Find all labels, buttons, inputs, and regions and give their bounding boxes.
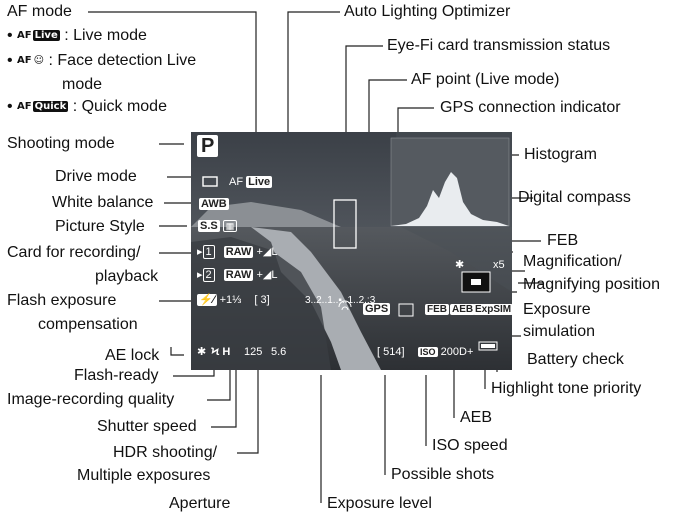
- card-recording-label-2: playback: [95, 268, 159, 285]
- af-mode-display: AF Live: [229, 176, 273, 188]
- possible-shots-display: [ 514]: [377, 346, 405, 358]
- shooting-mode-display: P: [197, 135, 219, 157]
- af-point-label: AF point (Live mode): [411, 71, 560, 88]
- aeb-label: AEB: [460, 409, 493, 426]
- exposure-sim-label: Exposure: [523, 301, 591, 318]
- picture-style-label: Picture Style: [55, 218, 145, 235]
- flash-comp-display: ⚡∕ +1⅓ [ 3]: [197, 294, 270, 306]
- drive-mode-label: Drive mode: [55, 168, 137, 185]
- exposure-sim-label-2: simulation: [523, 323, 596, 340]
- card-2-row: ▸2 RAW +◢L: [197, 268, 278, 282]
- face-detection-item: • AF☺ : Face detection Live: [7, 52, 197, 70]
- exposure-level-scale: 3..2..1..▪..1..2.:3: [305, 295, 376, 306]
- feb-label: FEB: [547, 232, 579, 249]
- iso-speed-label: ISO speed: [432, 437, 508, 454]
- ae-lock-display: ✱: [197, 346, 207, 358]
- possible-shots-label: Possible shots: [391, 466, 495, 483]
- histogram-label: Histogram: [524, 146, 597, 163]
- battery-check-label: Battery check: [527, 351, 624, 368]
- shooting-mode-label: Shooting mode: [7, 135, 115, 152]
- shutter-speed-label: Shutter speed: [97, 418, 197, 435]
- magnification-label: Magnification/: [523, 253, 622, 270]
- flash-comp-label-2: compensation: [38, 316, 138, 333]
- camera-lcd-screen: P AF Live AWB S.S ▦ ▸1 RAW +◢L ▸2 RAW +◢…: [191, 132, 512, 370]
- iso-display: ISO 200: [418, 346, 459, 358]
- expsim-display: ExpSIM: [473, 304, 512, 315]
- flash-comp-label: Flash exposure: [7, 292, 117, 309]
- aperture-display: 5.6: [271, 346, 287, 358]
- hdr-label: HDR shooting/: [113, 444, 218, 461]
- white-balance-label: White balance: [52, 194, 154, 211]
- image-quality-label: Image-recording quality: [7, 391, 175, 408]
- aperture-label: Aperture: [169, 495, 231, 512]
- feb-display: FEB: [425, 304, 449, 315]
- picture-style-display: S.S ▦: [198, 220, 238, 233]
- digital-compass-label: Digital compass: [518, 189, 631, 206]
- eyefi-label: Eye-Fi card transmission status: [387, 37, 611, 54]
- card-recording-label: Card for recording/: [7, 244, 141, 261]
- white-balance-display: AWB: [199, 198, 229, 210]
- exposure-level-label: Exposure level: [327, 495, 432, 512]
- aeb-display: AEB: [450, 304, 476, 315]
- af-face-chip: AF☺: [17, 55, 45, 66]
- magnify-star: ✱: [455, 259, 465, 271]
- af-mode-label: AF mode: [7, 3, 72, 20]
- hdr-label-2: Multiple exposures: [77, 467, 211, 484]
- magnification-display: x5: [493, 259, 505, 271]
- shutter-speed-display: 125: [244, 346, 263, 358]
- face-detection-line-2: mode: [62, 76, 103, 93]
- ae-lock-label: AE lock: [105, 347, 160, 364]
- gps-indicator-label: GPS connection indicator: [440, 99, 621, 116]
- highlight-tone-label: Highlight tone priority: [491, 380, 642, 397]
- alo-label: Auto Lighting Optimizer: [344, 3, 511, 20]
- flash-ready-display: Ϟ H: [211, 346, 231, 358]
- highlight-tone-display: D+: [459, 346, 474, 358]
- card-1-row: ▸1 RAW +◢L: [197, 245, 278, 259]
- magnification-label-2: Magnifying position: [523, 276, 660, 293]
- flash-ready-label: Flash-ready: [74, 367, 159, 384]
- gps-display: GPS: [363, 303, 391, 315]
